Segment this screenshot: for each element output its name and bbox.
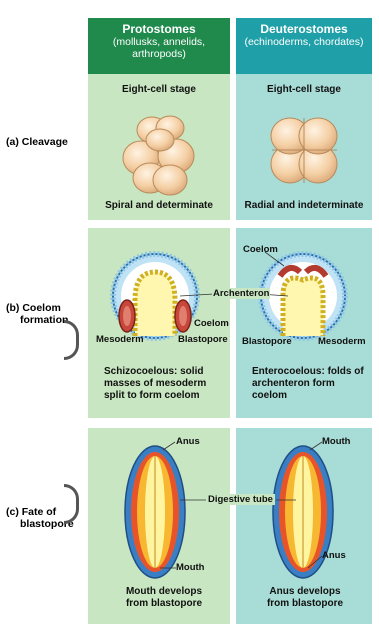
embryo-spiral xyxy=(123,116,194,195)
caption-mouth-develops: Mouth develops from blastopore xyxy=(118,586,210,610)
caption-schizocoelous: Schizocoelous: solid masses of mesoderm … xyxy=(104,366,222,402)
caption-anus-develops: Anus develops from blastopore xyxy=(262,586,348,610)
caption-radial: Radial and indeterminate xyxy=(236,200,372,212)
caption-enterocoelous: Enterocoelous: folds of archenteron form… xyxy=(252,366,364,402)
embryo-radial xyxy=(271,118,337,183)
coelom-enterocoelous xyxy=(261,254,345,338)
archenteron-label: Archenteron xyxy=(212,288,270,299)
caption-spiral: Spiral and determinate xyxy=(88,200,230,212)
mouth-label-left: Mouth xyxy=(176,562,205,573)
stage-label-right: Eight-cell stage xyxy=(236,84,372,96)
mesoderm-label-left: Mesoderm xyxy=(96,334,144,345)
anus-label-right: Anus xyxy=(322,550,346,561)
blastopore-label-right: Blastopore xyxy=(242,336,292,347)
gut-protostome xyxy=(125,446,185,578)
digestive-tube-label: Digestive tube xyxy=(206,494,275,505)
mouth-label-right: Mouth xyxy=(322,436,351,447)
stage-label-left: Eight-cell stage xyxy=(88,84,230,96)
coelom-label-right: Coelom xyxy=(243,244,278,255)
blastopore-label-left: Blastopore xyxy=(178,334,228,345)
coelom-label-left: Coelom xyxy=(194,318,229,329)
anus-label-left: Anus xyxy=(176,436,200,447)
mesoderm-label-right: Mesoderm xyxy=(318,336,366,347)
